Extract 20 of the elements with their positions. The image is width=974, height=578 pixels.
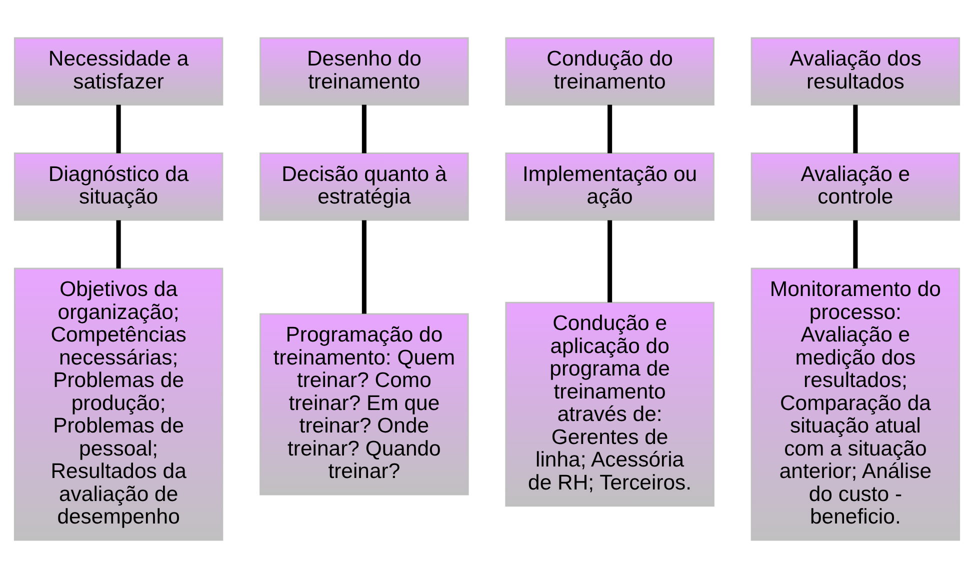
node-box: Diagnóstico da situação xyxy=(14,152,224,221)
connector xyxy=(608,104,612,154)
connector xyxy=(853,220,858,268)
connector xyxy=(362,220,366,314)
node-box: Condução do treinamento xyxy=(505,37,714,106)
node-box: Objetivos da organização; Competências necessárias; Problemas de produção; Problemas de pessoal; Resultados da avaliação de desempenho xyxy=(14,268,224,541)
node-box: Programação do treinamento: Quem treinar? Como treinar? Em que treinar? Onde treinar? Quando treinar? xyxy=(260,313,469,496)
node-box: Decisão quanto à estratégia xyxy=(260,152,469,221)
connector xyxy=(608,220,612,302)
node-box: Avaliação dos resultados xyxy=(750,37,960,106)
node-box: Monitoramento do processo: Avaliação e medição dos resultados; Comparação da situação atual com a situação anterior; Análise do custo - beneficio. xyxy=(750,268,960,541)
connector xyxy=(362,104,366,154)
connector xyxy=(116,220,121,268)
connector xyxy=(116,104,121,154)
node-box: Necessidade a satisfazer xyxy=(14,37,224,106)
node-box: Avaliação e controle xyxy=(750,152,960,221)
node-box: Implementação ou ação xyxy=(505,152,714,221)
connector xyxy=(853,104,858,154)
node-box: Condução e aplicação do programa de treinamento através de: Gerentes de linha; Acessória de RH; Terceiros. xyxy=(505,302,714,507)
node-box: Desenho do treinamento xyxy=(260,37,469,106)
